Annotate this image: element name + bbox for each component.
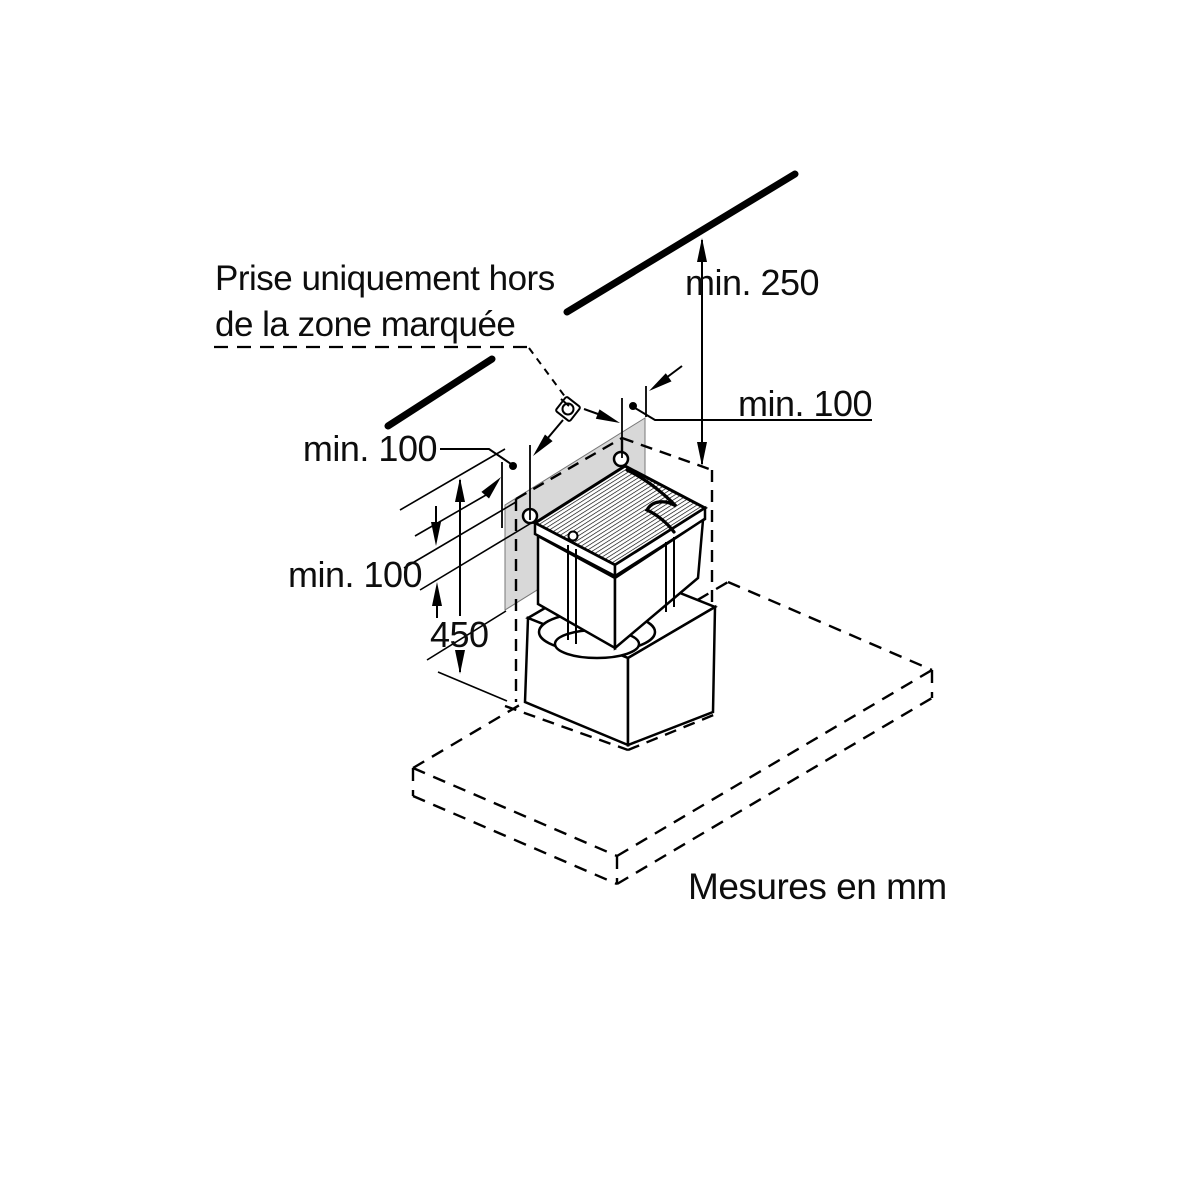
socket-icon [555,396,581,422]
socket-note: Prise uniquement hors de la zone marquée [214,259,581,422]
bracket-loop-icon [612,450,630,468]
note-line-1: Prise uniquement hors [215,259,555,298]
units-note: Mesures en mm [688,866,947,907]
dim-min-250-label: min. 250 [685,262,819,303]
ceiling-line [384,170,799,430]
dimension-min-100-below: min. 100 [288,506,442,618]
marked-zone-outline [504,436,717,752]
note-line-2: de la zone marquée [215,305,515,344]
dimension-450: 450 [430,478,489,674]
dim-450-label: 450 [430,614,489,655]
front-hook-icon [567,530,579,542]
note-leader [528,347,567,399]
dim-min-100-right-label: min. 100 [738,383,872,424]
power-cord [625,468,678,534]
dim-min-100-left-label: min. 100 [303,428,437,469]
dim-min-100-below-label: min. 100 [288,554,422,595]
hood-unit [521,450,708,660]
dimension-min-250: min. 250 [685,238,820,466]
dimension-min-100-left: min. 100 [303,419,564,537]
dimension-min-100-right: min. 100 [583,365,873,458]
extension-lines [399,448,534,702]
